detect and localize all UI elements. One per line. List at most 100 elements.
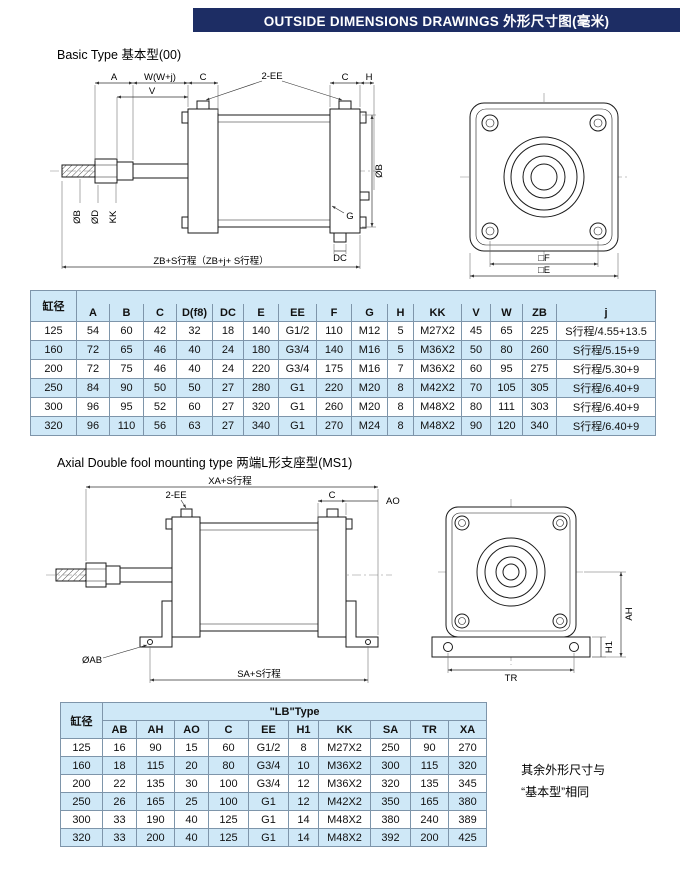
dimension-cell: 54 bbox=[76, 321, 110, 341]
piston-rod bbox=[132, 163, 189, 179]
dimension-cell: M20 bbox=[351, 378, 388, 398]
dimension-cell: M48X2 bbox=[413, 397, 462, 417]
column-header: EE bbox=[248, 720, 289, 739]
dimension-cell: 140 bbox=[316, 340, 352, 360]
dimension-cell: 250 bbox=[370, 738, 411, 757]
bore-size-cell: 300 bbox=[30, 397, 77, 417]
table-header-row-top: 缸径 bbox=[30, 290, 657, 322]
cylinder-front-view: □F □E bbox=[460, 93, 628, 279]
dim-label-e: □E bbox=[538, 265, 550, 276]
dimension-cell: 275 bbox=[522, 359, 557, 379]
dimension-cell: S行程/5.15+9 bbox=[555, 340, 657, 360]
column-header: KK bbox=[413, 304, 462, 322]
ms1-front-view: TR H1 AH bbox=[431, 499, 635, 684]
dimension-cell: 220 bbox=[243, 359, 279, 379]
foot-plate-hole bbox=[443, 642, 453, 652]
bore-size-cell: 200 bbox=[60, 774, 103, 793]
bore-circle bbox=[503, 136, 585, 218]
dimension-cell: S行程/4.55+13.5 bbox=[555, 321, 657, 341]
dimension-cell: 260 bbox=[522, 340, 557, 360]
dimension-cell: 50 bbox=[176, 378, 213, 398]
dimension-cell: S行程/6.40+9 bbox=[555, 397, 657, 417]
column-header: TR bbox=[410, 720, 449, 739]
dim-label-sa: SA+S行程 bbox=[237, 668, 281, 680]
dimension-cell: 26 bbox=[102, 792, 137, 811]
dimension-cell: 140 bbox=[243, 321, 279, 341]
bore-circle bbox=[476, 537, 546, 607]
dimension-cell: 380 bbox=[370, 810, 411, 829]
dimension-cell: 305 bbox=[522, 378, 557, 398]
dimension-cell: 52 bbox=[143, 397, 177, 417]
column-header: H1 bbox=[288, 720, 319, 739]
dimension-cell: G3/4 bbox=[248, 756, 289, 775]
bore-diameter-header: 缸径 bbox=[60, 702, 103, 739]
page-title: OUTSIDE DIMENSIONS DRAWINGS 外形尺寸图(毫米) bbox=[193, 8, 680, 32]
dim-label-od: ØD bbox=[90, 210, 101, 224]
dimension-cell: M16 bbox=[351, 340, 388, 360]
dimension-cell: 100 bbox=[208, 792, 249, 811]
rear-foot-bracket bbox=[345, 600, 379, 648]
dimension-cell: 270 bbox=[447, 738, 488, 757]
dimension-cell: 72 bbox=[76, 359, 110, 379]
dimension-cell: 90 bbox=[461, 416, 491, 436]
dimension-cell: 95 bbox=[490, 359, 523, 379]
bore-size-cell: 125 bbox=[30, 321, 77, 341]
bore-size-cell: 320 bbox=[60, 828, 103, 847]
piston-rod bbox=[119, 567, 173, 583]
dim-label-tr: TR bbox=[505, 673, 518, 684]
column-header: SA bbox=[370, 720, 411, 739]
rear-end-cap bbox=[329, 108, 361, 234]
dimension-cell: M42X2 bbox=[318, 792, 371, 811]
dimension-cell: 90 bbox=[136, 738, 175, 757]
dimension-cell: 84 bbox=[76, 378, 110, 398]
column-header: D(f8) bbox=[176, 304, 213, 322]
dimension-cell: 389 bbox=[447, 810, 488, 829]
dimension-cell: 350 bbox=[370, 792, 411, 811]
dimension-cell: 56 bbox=[143, 416, 177, 436]
dimension-cell: 63 bbox=[176, 416, 213, 436]
dimension-cell: 8 bbox=[387, 397, 414, 417]
dimension-cell: 27 bbox=[212, 378, 244, 398]
side-note: 其余外形尺寸与 “基本型”相同 bbox=[521, 760, 605, 803]
dimension-cell: 165 bbox=[136, 792, 175, 811]
dim-label-h: H bbox=[366, 72, 373, 83]
dim-label-kk: KK bbox=[108, 210, 119, 223]
dimension-cell: 60 bbox=[109, 321, 144, 341]
column-header: AH bbox=[136, 720, 175, 739]
dim-label-ao: AO bbox=[386, 496, 400, 507]
bore-size-cell: 160 bbox=[30, 340, 77, 360]
dimension-cell: 220 bbox=[316, 378, 352, 398]
dimension-cell: 65 bbox=[490, 321, 523, 341]
dimension-cell: 20 bbox=[174, 756, 209, 775]
dimension-cell: M48X2 bbox=[318, 828, 371, 847]
column-header: G bbox=[351, 304, 388, 322]
dim-label-dc: DC bbox=[333, 253, 347, 264]
dimension-cell: 8 bbox=[387, 416, 414, 436]
dimension-cell: M36X2 bbox=[413, 340, 462, 360]
dimension-cell: S行程/6.40+9 bbox=[555, 416, 657, 436]
dimension-cell: 100 bbox=[208, 774, 249, 793]
dimension-cell: 225 bbox=[522, 321, 557, 341]
dimension-cell: M20 bbox=[351, 397, 388, 417]
dimension-cell: 80 bbox=[208, 756, 249, 775]
dimension-cell: 165 bbox=[410, 792, 449, 811]
column-header: C bbox=[208, 720, 249, 739]
dimension-cell: 72 bbox=[76, 340, 110, 360]
rod-collar bbox=[105, 565, 121, 585]
dim-label-c1: C bbox=[200, 72, 207, 83]
column-header: E bbox=[243, 304, 279, 322]
column-header: EE bbox=[278, 304, 317, 322]
cylinder-tube bbox=[217, 114, 331, 228]
foot-plate-hole bbox=[569, 642, 579, 652]
lb-type-dimensions-table: 缸径 "LB"Type AB AH AO C EE H1 KK SA TR XA… bbox=[60, 702, 488, 847]
column-header: ZB bbox=[522, 304, 557, 322]
column-header: DC bbox=[212, 304, 244, 322]
dimension-cell: 200 bbox=[136, 828, 175, 847]
dimension-cell: 15 bbox=[174, 738, 209, 757]
foot-plate bbox=[431, 636, 591, 658]
dimension-cell: 80 bbox=[461, 397, 491, 417]
dim-label-ah: AH bbox=[624, 607, 635, 620]
